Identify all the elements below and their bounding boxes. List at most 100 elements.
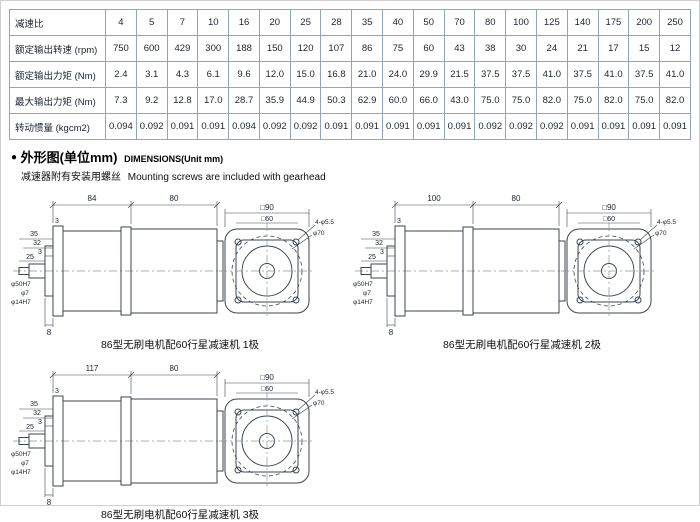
dim-outer-square: □90 <box>260 373 274 382</box>
spec-cell: 175 <box>597 9 630 36</box>
spec-cell: 50 <box>412 9 445 36</box>
spec-cell: 30 <box>505 35 537 62</box>
section-title-en: DIMENSIONS(Unit mm) <box>124 154 224 164</box>
spec-cell: 7.3 <box>105 87 137 114</box>
spec-cell: 43 <box>443 35 476 62</box>
dim-motor-length: 80 <box>170 364 179 373</box>
spec-cell: 0.091 <box>659 113 691 140</box>
spec-cell: 41.0 <box>659 61 691 88</box>
spec-cell: 0.091 <box>320 113 353 140</box>
spec-cell: 100 <box>505 9 537 36</box>
spec-cell: 38 <box>474 35 507 62</box>
row-label: 额定输出转速 (rpm) <box>9 35 106 62</box>
front-dimensions <box>566 209 658 250</box>
spec-cell: 21.5 <box>443 61 476 88</box>
dim-outer-square: □90 <box>260 203 274 212</box>
spec-cell: 37.5 <box>474 61 507 88</box>
dim-boss-dia: φ50H7 <box>353 281 373 288</box>
spec-cell: 9.6 <box>228 61 260 88</box>
drawing-caption-1: 86型无刷电机配60行星减速机 1极 <box>100 339 260 351</box>
spec-cell: 60.0 <box>382 87 414 114</box>
spec-cell: 44.9 <box>289 87 322 114</box>
drawing-caption-2: 86型无刷电机配60行星减速机 2极 <box>442 339 602 351</box>
bullet-icon: ● <box>11 152 18 163</box>
dim-shaft-dia: φ14H7 <box>353 299 373 306</box>
spec-cell: 0.091 <box>566 113 599 140</box>
spec-cell: 0.092 <box>505 113 537 140</box>
row-label: 最大输出力矩 (Nm) <box>9 87 106 114</box>
dim-shaft-tip-dia: φ7 <box>363 290 371 297</box>
dim-3b: 3 <box>55 218 59 225</box>
spec-cell: 17 <box>597 35 630 62</box>
dim-motor-length: 80 <box>512 194 521 203</box>
spec-cell: 82.0 <box>659 87 691 114</box>
dim-3b: 3 <box>397 218 401 225</box>
dim-inner-square: □60 <box>261 216 273 223</box>
spec-cell: 0.091 <box>412 113 445 140</box>
dim-inner-square: □60 <box>603 216 615 223</box>
dim-35: 35 <box>372 231 380 238</box>
dim-35: 35 <box>30 231 38 238</box>
dim-bolt-circle: φ70 <box>655 230 667 237</box>
spec-cell: 41.0 <box>597 61 630 88</box>
spec-cell: 429 <box>166 35 199 62</box>
spec-cell: 12.0 <box>258 61 291 88</box>
spec-cell: 0.094 <box>105 113 137 140</box>
dim-3a: 3 <box>38 419 42 426</box>
spec-cell: 125 <box>535 9 568 36</box>
spec-cell: 200 <box>628 9 661 36</box>
spec-cell: 4.3 <box>166 61 199 88</box>
dim-32: 32 <box>375 240 383 247</box>
spec-cell: 0.091 <box>597 113 630 140</box>
spec-cell: 75 <box>382 35 414 62</box>
spec-cell: 20 <box>258 9 291 36</box>
spec-cell: 37.5 <box>505 61 537 88</box>
spec-cell: 29.9 <box>412 61 445 88</box>
spec-cell: 21.0 <box>351 61 384 88</box>
spec-cell: 82.0 <box>535 87 568 114</box>
section-note-cn: 减速器附有安装用螺丝 <box>21 172 121 183</box>
spec-cell: 75.0 <box>566 87 599 114</box>
front-dimensions <box>224 209 316 250</box>
spec-cell: 28 <box>320 9 353 36</box>
spec-cell: 12 <box>659 35 691 62</box>
spec-cell: 75.0 <box>474 87 507 114</box>
spec-cell: 0.091 <box>628 113 661 140</box>
spec-cell: 107 <box>320 35 353 62</box>
side-view <box>13 395 224 487</box>
spec-cell: 7 <box>166 9 199 36</box>
row-label: 额定输出力矩 (Nm) <box>9 61 106 88</box>
dim-shaft-tip-dia: φ7 <box>21 460 29 467</box>
spec-cell: 0.091 <box>443 113 476 140</box>
spec-cell: 70 <box>443 9 476 36</box>
dim-outer-square: □90 <box>602 203 616 212</box>
spec-cell: 17.0 <box>197 87 230 114</box>
section-note-en: Mounting screws are included with gearhe… <box>127 172 326 183</box>
spec-cell: 0.091 <box>382 113 414 140</box>
side-dimensions <box>19 371 221 497</box>
dim-8: 8 <box>47 328 52 337</box>
front-view <box>219 393 315 489</box>
dim-motor-length: 80 <box>170 194 179 203</box>
spec-cell: 21 <box>566 35 599 62</box>
spec-cell: 24.0 <box>382 61 414 88</box>
dim-boss-dia: φ50H7 <box>11 281 31 288</box>
spec-cell: 15 <box>628 35 661 62</box>
front-view <box>561 223 657 319</box>
section-note: 减速器附有安装用螺丝 Mounting screws are included … <box>21 168 691 183</box>
dim-inner-square: □60 <box>261 386 273 393</box>
spec-cell: 75.0 <box>505 87 537 114</box>
side-dimensions <box>19 201 221 327</box>
spec-cell: 24 <box>535 35 568 62</box>
side-view <box>13 225 224 317</box>
spec-cell: 40 <box>382 9 414 36</box>
dim-boss-dia: φ50H7 <box>11 451 31 458</box>
dim-gearbox-length: 84 <box>88 194 97 203</box>
drawing-2stage: 100 80 35 32 3 25 3 φ50H7 φ7 φ14H7 8 <box>351 185 693 352</box>
dim-25: 25 <box>26 424 34 431</box>
